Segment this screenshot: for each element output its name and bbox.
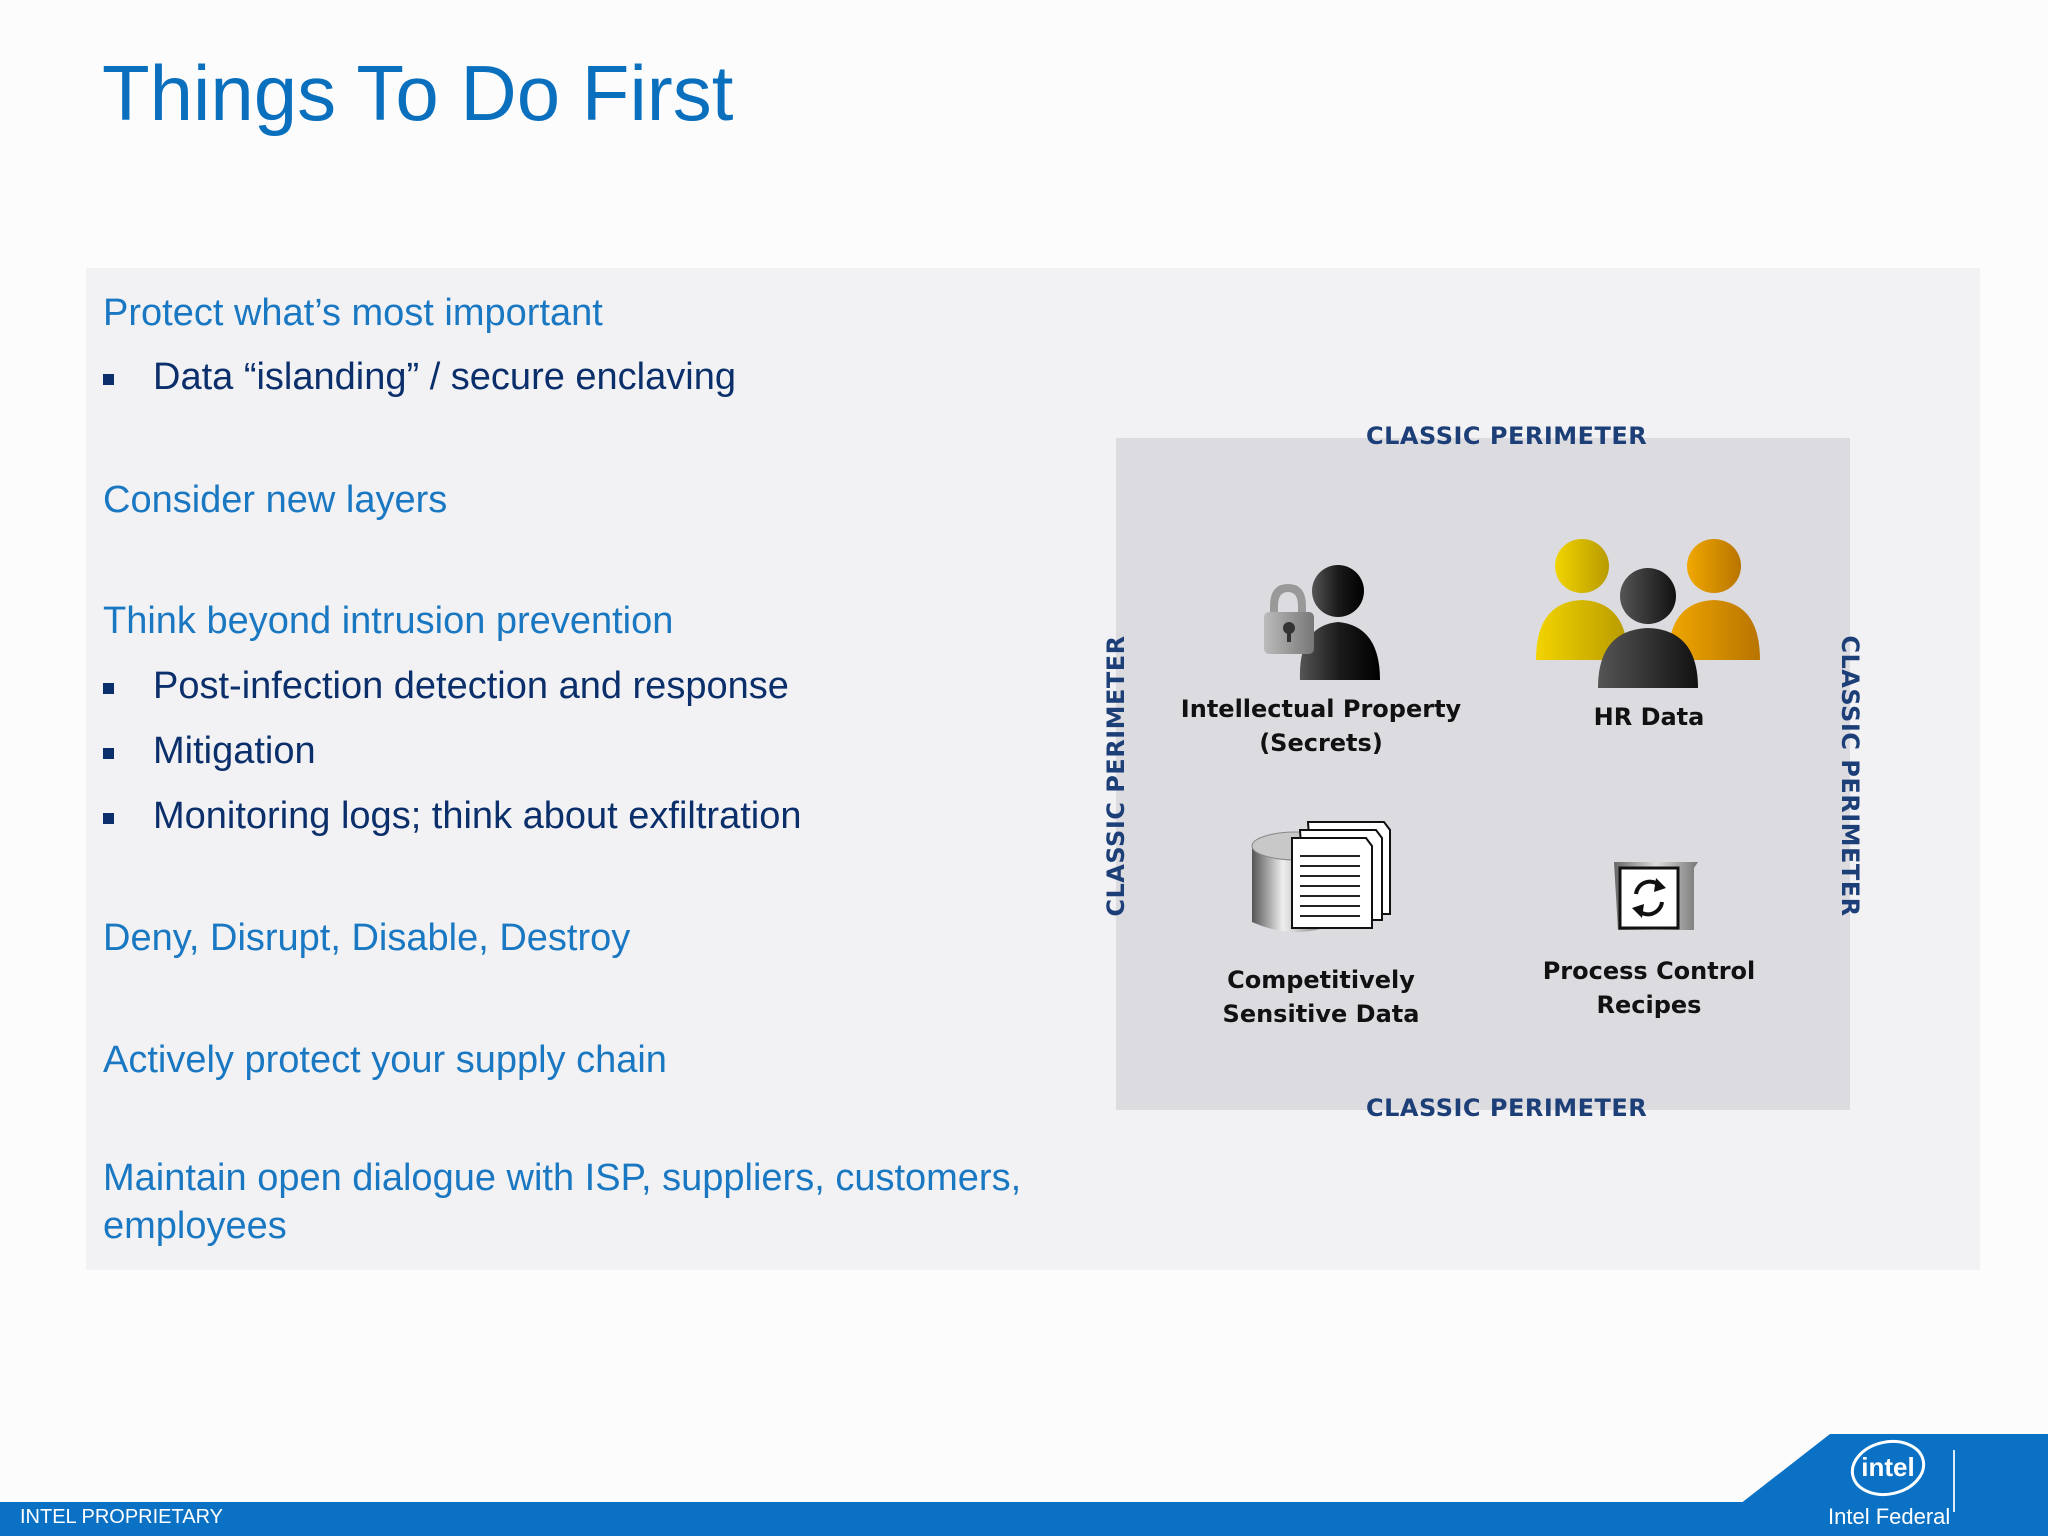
bullet-square-icon <box>103 374 114 385</box>
bullet-text: Data “islanding” / secure enclaving <box>153 356 736 398</box>
heading-beyond-intrusion: Think beyond intrusion prevention <box>103 600 674 642</box>
pcr-label-line2: Recipes <box>1596 991 1702 1019</box>
people-group-icon <box>1536 539 1760 688</box>
ip-label-line1: Intellectual Property <box>1180 695 1462 723</box>
intel-logo-text: intel <box>1861 1452 1914 1482</box>
bullet-square-icon <box>103 813 114 824</box>
perimeter-label-right: CLASSIC PERIMETER <box>1836 635 1864 917</box>
csd-label-line2: Sensitive Data <box>1222 1000 1420 1028</box>
bullet-square-icon <box>103 683 114 694</box>
database-documents-icon <box>1251 821 1391 932</box>
perimeter-label-left: CLASSIC PERIMETER <box>1102 635 1130 917</box>
csd-label: Competitively Sensitive Data <box>1161 963 1481 1031</box>
heading-new-layers: Consider new layers <box>103 479 448 521</box>
pcr-label: Process Control Recipes <box>1489 954 1809 1022</box>
hr-label-line1: HR Data <box>1593 703 1705 731</box>
pcr-label-line1: Process Control <box>1542 957 1756 985</box>
bullet-square-icon <box>103 748 114 759</box>
hr-label: HR Data <box>1489 700 1809 734</box>
slide-title: Things To Do First <box>102 49 734 137</box>
perimeter-label-bottom: CLASSIC PERIMETER <box>1366 1094 1648 1122</box>
footer-wedge <box>1740 1434 2048 1504</box>
ip-label: Intellectual Property (Secrets) <box>1161 692 1481 760</box>
logo-divider <box>1953 1450 1955 1512</box>
ip-label-line2: (Secrets) <box>1259 729 1383 757</box>
heading-supply-chain: Actively protect your supply chain <box>103 1039 667 1081</box>
footer-bar <box>0 1502 2048 1536</box>
footer-brand: Intel Federal <box>1828 1504 1951 1529</box>
intel-logo: intel <box>1850 1439 1926 1497</box>
heading-deny: Deny, Disrupt, Disable, Destroy <box>103 917 631 959</box>
heading-dialogue: Maintain open dialogue with ISP, supplie… <box>103 1157 1022 1247</box>
locked-person-icon <box>1264 565 1380 680</box>
csd-label-line1: Competitively <box>1227 966 1415 994</box>
heading-protect: Protect what’s most important <box>103 292 603 334</box>
bullet-text: Monitoring logs; think about exfiltratio… <box>153 795 802 837</box>
perimeter-label-top: CLASSIC PERIMETER <box>1366 422 1648 450</box>
footer-classification: INTEL PROPRIETARY <box>20 1506 224 1528</box>
refresh-box-icon <box>1614 862 1698 930</box>
bullet-text: Mitigation <box>153 730 316 772</box>
bullet-text: Post-infection detection and response <box>153 665 789 707</box>
